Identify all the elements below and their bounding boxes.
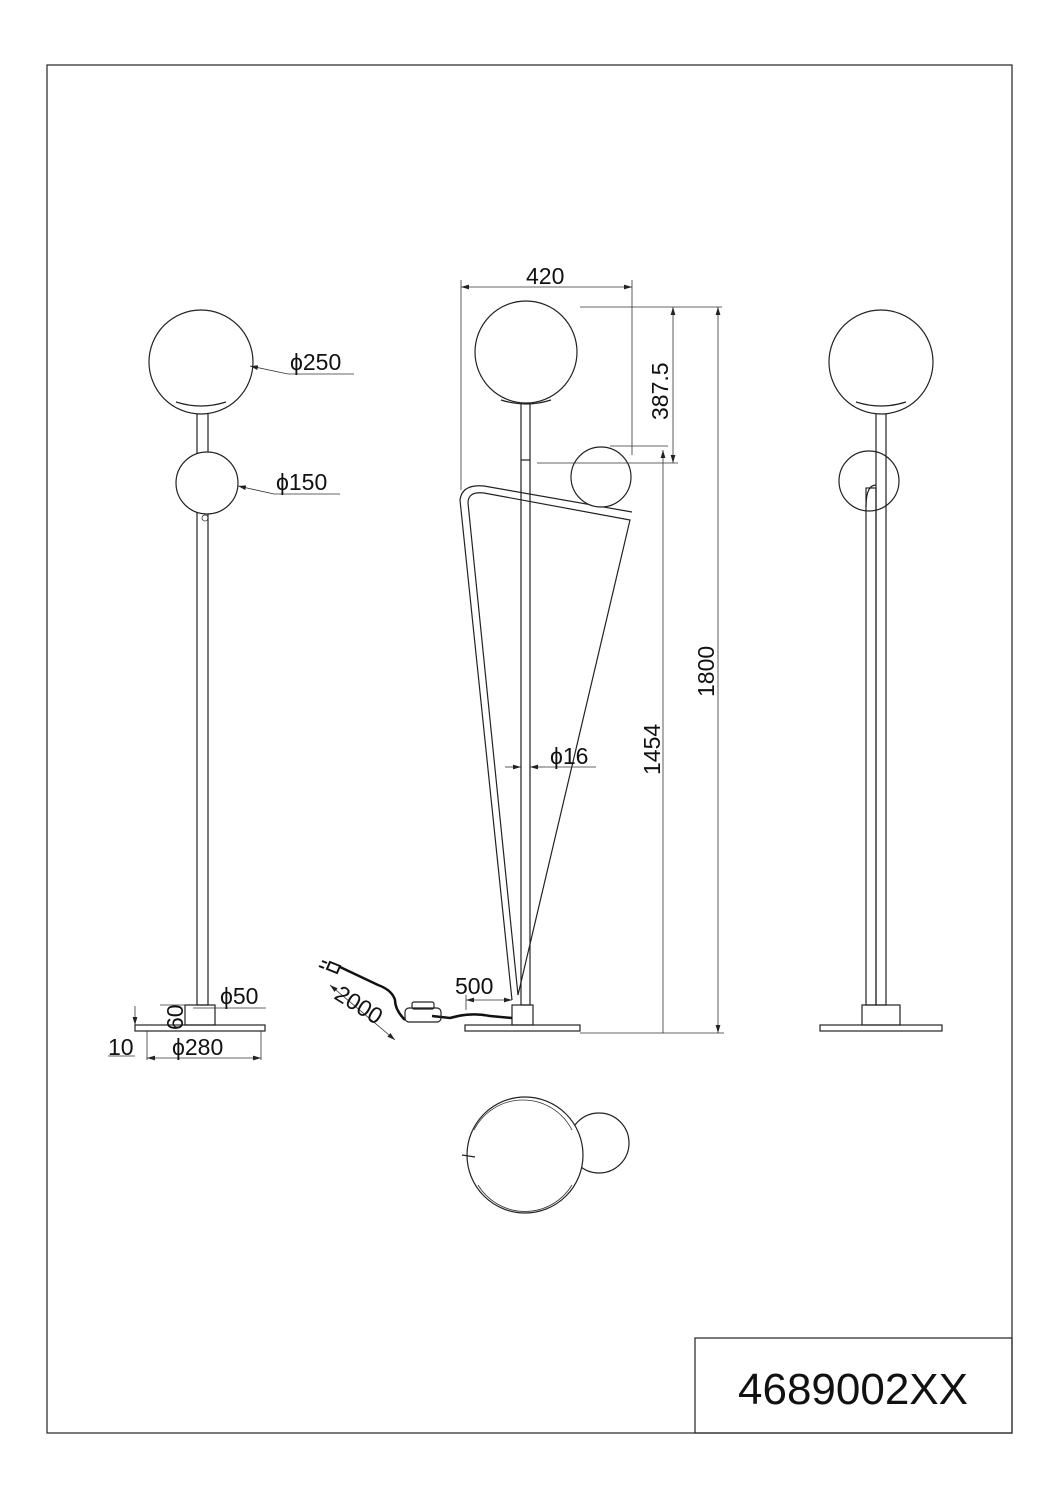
side-view: 420 387.5 1454 1800 ϕ16 500 2000 <box>318 263 724 1041</box>
drawing-border <box>46 64 1013 1434</box>
base-block-diameter-label: ϕ50 <box>220 983 258 1009</box>
base-plate-thickness-label: 10 <box>108 1034 134 1060</box>
large-globe <box>148 309 254 415</box>
large-globe-diameter-label: ϕ250 <box>290 349 341 375</box>
small-globe <box>838 450 900 512</box>
base-plate <box>134 1024 266 1032</box>
switch-distance-label: 500 <box>455 973 493 999</box>
plug-icon <box>318 960 342 975</box>
rear-view <box>819 309 943 1032</box>
overall-height-label: 1800 <box>693 646 719 697</box>
top-view <box>461 1096 630 1214</box>
base-plate <box>819 1024 943 1032</box>
overall-width-label: 420 <box>526 263 564 289</box>
base-plate-diameter-label: ϕ280 <box>172 1034 223 1060</box>
small-globe <box>175 451 239 515</box>
cable-length-label: 2000 <box>330 980 387 1029</box>
globe-offset-label: 387.5 <box>647 362 673 420</box>
small-globe-diameter-label: ϕ150 <box>276 469 327 495</box>
small-globe <box>570 446 632 508</box>
base-block-height-label: 60 <box>162 1004 188 1030</box>
title-block <box>694 1337 1013 1434</box>
base-plate <box>464 1024 581 1032</box>
large-globe <box>474 300 578 404</box>
base-block <box>511 1004 534 1026</box>
pole-diameter-label: ϕ16 <box>550 743 588 769</box>
large-globe <box>828 309 934 415</box>
base-block <box>861 1004 901 1026</box>
small-globe-height-label: 1454 <box>639 724 665 775</box>
foot-switch <box>404 1007 442 1023</box>
model-number: 4689002XX <box>738 1365 968 1414</box>
front-view: ϕ250 ϕ150 ϕ50 60 10 ϕ280 <box>108 309 354 1061</box>
